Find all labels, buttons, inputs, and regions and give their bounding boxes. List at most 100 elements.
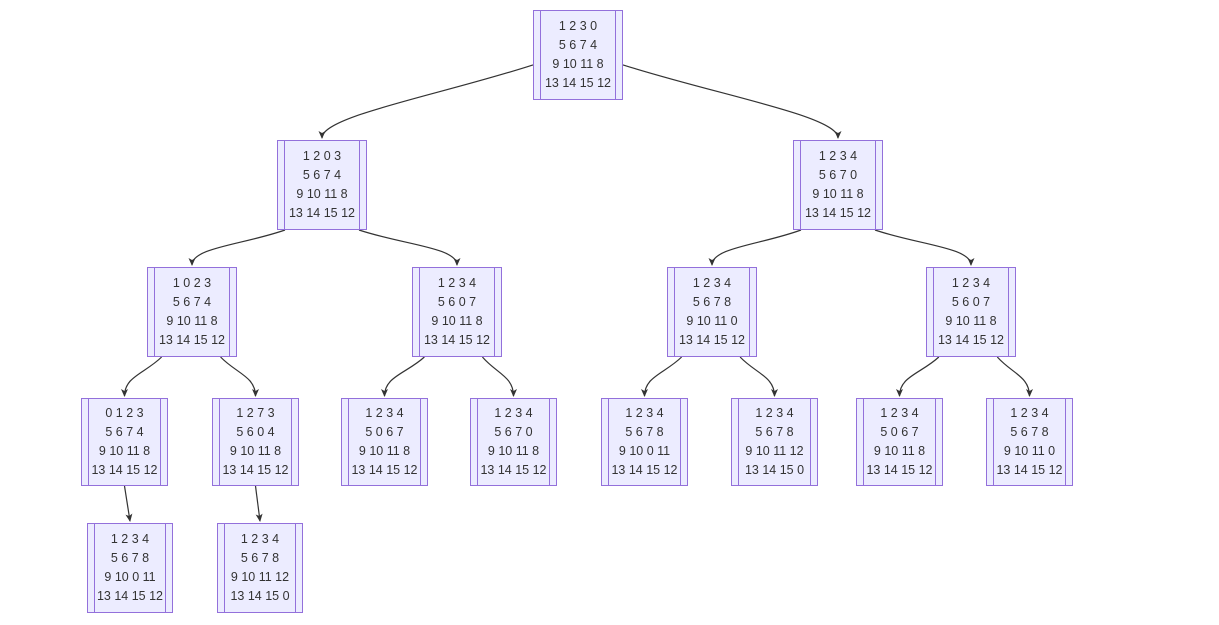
grid-row: 13 14 15 12 bbox=[158, 333, 226, 347]
tree-edge-n6-n14 bbox=[996, 356, 1033, 397]
tree-edge-n3-n8 bbox=[220, 356, 259, 397]
tree-edge-n8-n16 bbox=[254, 485, 263, 522]
grid-row: 1 2 3 0 bbox=[558, 19, 598, 33]
tree-edge-n5-n12 bbox=[739, 356, 778, 397]
tree-edge-n5-n11 bbox=[641, 356, 683, 397]
grid-row: 9 10 11 12 bbox=[230, 570, 290, 584]
grid-row: 5 6 0 4 bbox=[236, 425, 275, 439]
grid-row: 5 6 7 8 bbox=[625, 425, 664, 439]
tree-edge-n7-n15 bbox=[123, 485, 133, 522]
grid-row: 9 10 11 8 bbox=[945, 314, 997, 328]
grid-row: 9 10 11 8 bbox=[296, 187, 348, 201]
puzzle-state-node-n6: 1 2 3 4 5 6 0 7 9 10 11 8 13 14 15 12 bbox=[926, 267, 1016, 357]
grid-row: 0 1 2 3 bbox=[105, 406, 144, 420]
grid-row: 9 10 11 8 bbox=[358, 444, 411, 458]
grid-row: 13 14 15 12 bbox=[937, 333, 1005, 347]
grid-row: 1 0 2 3 bbox=[172, 276, 212, 290]
grid-row: 1 2 3 4 bbox=[240, 532, 280, 546]
puzzle-state-node-n0: 1 2 3 0 5 6 7 4 9 10 11 8 13 14 15 12 bbox=[533, 10, 623, 100]
puzzle-state-node-n10: 1 2 3 4 5 6 7 0 9 10 11 8 13 14 15 12 bbox=[470, 398, 557, 486]
grid-row: 5 6 7 8 bbox=[692, 295, 732, 309]
grid-row: 13 14 15 12 bbox=[222, 463, 289, 477]
grid-row: 13 14 15 12 bbox=[678, 333, 746, 347]
puzzle-state-node-n2: 1 2 3 4 5 6 7 0 9 10 11 8 13 14 15 12 bbox=[793, 140, 883, 230]
grid-row: 9 10 11 8 bbox=[552, 57, 604, 71]
grid-row: 9 10 0 11 bbox=[618, 444, 671, 458]
grid-row: 13 14 15 12 bbox=[544, 76, 612, 90]
grid-row: 5 6 7 4 bbox=[302, 168, 342, 182]
grid-row: 1 2 3 4 bbox=[437, 276, 477, 290]
grid-row: 13 14 15 0 bbox=[230, 589, 290, 603]
grid-row: 1 2 7 3 bbox=[236, 406, 275, 420]
puzzle-state-node-n8: 1 2 7 3 5 6 0 4 9 10 11 8 13 14 15 12 bbox=[212, 398, 299, 486]
puzzle-state-node-n9: 1 2 3 4 5 0 6 7 9 10 11 8 13 14 15 12 bbox=[341, 398, 428, 486]
grid-row: 1 2 0 3 bbox=[302, 149, 342, 163]
grid-row: 1 2 3 4 bbox=[494, 406, 533, 420]
grid-row: 9 10 11 8 bbox=[229, 444, 282, 458]
tree-edge-n4-n9 bbox=[381, 356, 425, 397]
puzzle-state-node-n3: 1 0 2 3 5 6 7 4 9 10 11 8 13 14 15 12 bbox=[147, 267, 237, 357]
grid-row: 1 2 3 4 bbox=[692, 276, 732, 290]
grid-row: 5 6 7 4 bbox=[105, 425, 144, 439]
grid-row: 9 10 11 0 bbox=[1003, 444, 1056, 458]
grid-row: 13 14 15 12 bbox=[866, 463, 933, 477]
grid-row: 5 6 7 8 bbox=[240, 551, 280, 565]
grid-row: 9 10 11 8 bbox=[873, 444, 926, 458]
grid-row: 5 6 7 0 bbox=[494, 425, 533, 439]
grid-row: 1 2 3 4 bbox=[365, 406, 404, 420]
puzzle-state-node-n5: 1 2 3 4 5 6 7 8 9 10 11 0 13 14 15 12 bbox=[667, 267, 757, 357]
puzzle-state-node-n1: 1 2 0 3 5 6 7 4 9 10 11 8 13 14 15 12 bbox=[277, 140, 367, 230]
grid-row: 5 6 7 4 bbox=[558, 38, 598, 52]
grid-row: 13 14 15 12 bbox=[611, 463, 678, 477]
grid-row: 1 2 3 4 bbox=[951, 276, 991, 290]
tree-edge-n0-n2 bbox=[622, 64, 842, 139]
grid-row: 13 14 15 12 bbox=[96, 589, 164, 603]
grid-row: 1 2 3 4 bbox=[880, 406, 919, 420]
tree-edge-n2-n6 bbox=[874, 229, 975, 266]
grid-row: 1 2 3 4 bbox=[1010, 406, 1049, 420]
tree-edge-n0-n1 bbox=[318, 64, 534, 139]
tree-edge-n3-n7 bbox=[121, 356, 163, 397]
grid-row: 13 14 15 12 bbox=[288, 206, 356, 220]
grid-row: 9 10 11 8 bbox=[166, 314, 218, 328]
puzzle-state-node-n16: 1 2 3 4 5 6 7 8 9 10 11 12 13 14 15 0 bbox=[217, 523, 303, 613]
grid-row: 1 2 3 4 bbox=[818, 149, 858, 163]
grid-row: 13 14 15 12 bbox=[91, 463, 158, 477]
grid-row: 9 10 11 8 bbox=[487, 444, 540, 458]
grid-row: 9 10 11 8 bbox=[98, 444, 151, 458]
puzzle-state-node-n4: 1 2 3 4 5 6 0 7 9 10 11 8 13 14 15 12 bbox=[412, 267, 502, 357]
grid-row: 5 6 7 8 bbox=[755, 425, 794, 439]
puzzle-state-node-n13: 1 2 3 4 5 0 6 7 9 10 11 8 13 14 15 12 bbox=[856, 398, 943, 486]
grid-row: 5 6 7 8 bbox=[1010, 425, 1049, 439]
grid-row: 5 6 0 7 bbox=[951, 295, 991, 309]
grid-row: 9 10 11 8 bbox=[431, 314, 483, 328]
grid-row: 1 2 3 4 bbox=[110, 532, 150, 546]
grid-row: 5 6 7 8 bbox=[110, 551, 150, 565]
grid-row: 1 2 3 4 bbox=[755, 406, 794, 420]
grid-row: 5 0 6 7 bbox=[365, 425, 404, 439]
grid-row: 5 6 7 0 bbox=[818, 168, 858, 182]
grid-row: 5 0 6 7 bbox=[880, 425, 919, 439]
puzzle-state-node-n11: 1 2 3 4 5 6 7 8 9 10 0 11 13 14 15 12 bbox=[601, 398, 688, 486]
puzzle-state-node-n14: 1 2 3 4 5 6 7 8 9 10 11 0 13 14 15 12 bbox=[986, 398, 1073, 486]
grid-row: 1 2 3 4 bbox=[625, 406, 664, 420]
grid-row: 9 10 11 12 bbox=[745, 444, 804, 458]
grid-row: 9 10 11 0 bbox=[686, 314, 738, 328]
tree-edge-n4-n10 bbox=[481, 356, 517, 397]
grid-row: 13 14 15 12 bbox=[996, 463, 1063, 477]
tree-edge-n1-n4 bbox=[358, 229, 461, 266]
grid-row: 5 6 0 7 bbox=[437, 295, 477, 309]
grid-row: 13 14 15 12 bbox=[480, 463, 547, 477]
tree-edge-n6-n13 bbox=[896, 356, 940, 397]
grid-row: 5 6 7 4 bbox=[172, 295, 212, 309]
grid-row: 9 10 11 8 bbox=[812, 187, 864, 201]
grid-row: 13 14 15 12 bbox=[423, 333, 491, 347]
grid-row: 13 14 15 12 bbox=[804, 206, 872, 220]
puzzle-state-node-n7: 0 1 2 3 5 6 7 4 9 10 11 8 13 14 15 12 bbox=[81, 398, 168, 486]
grid-row: 13 14 15 12 bbox=[351, 463, 418, 477]
puzzle-state-node-n15: 1 2 3 4 5 6 7 8 9 10 0 11 13 14 15 12 bbox=[87, 523, 173, 613]
grid-row: 9 10 0 11 bbox=[104, 570, 156, 584]
tree-edge-n1-n3 bbox=[188, 229, 286, 266]
